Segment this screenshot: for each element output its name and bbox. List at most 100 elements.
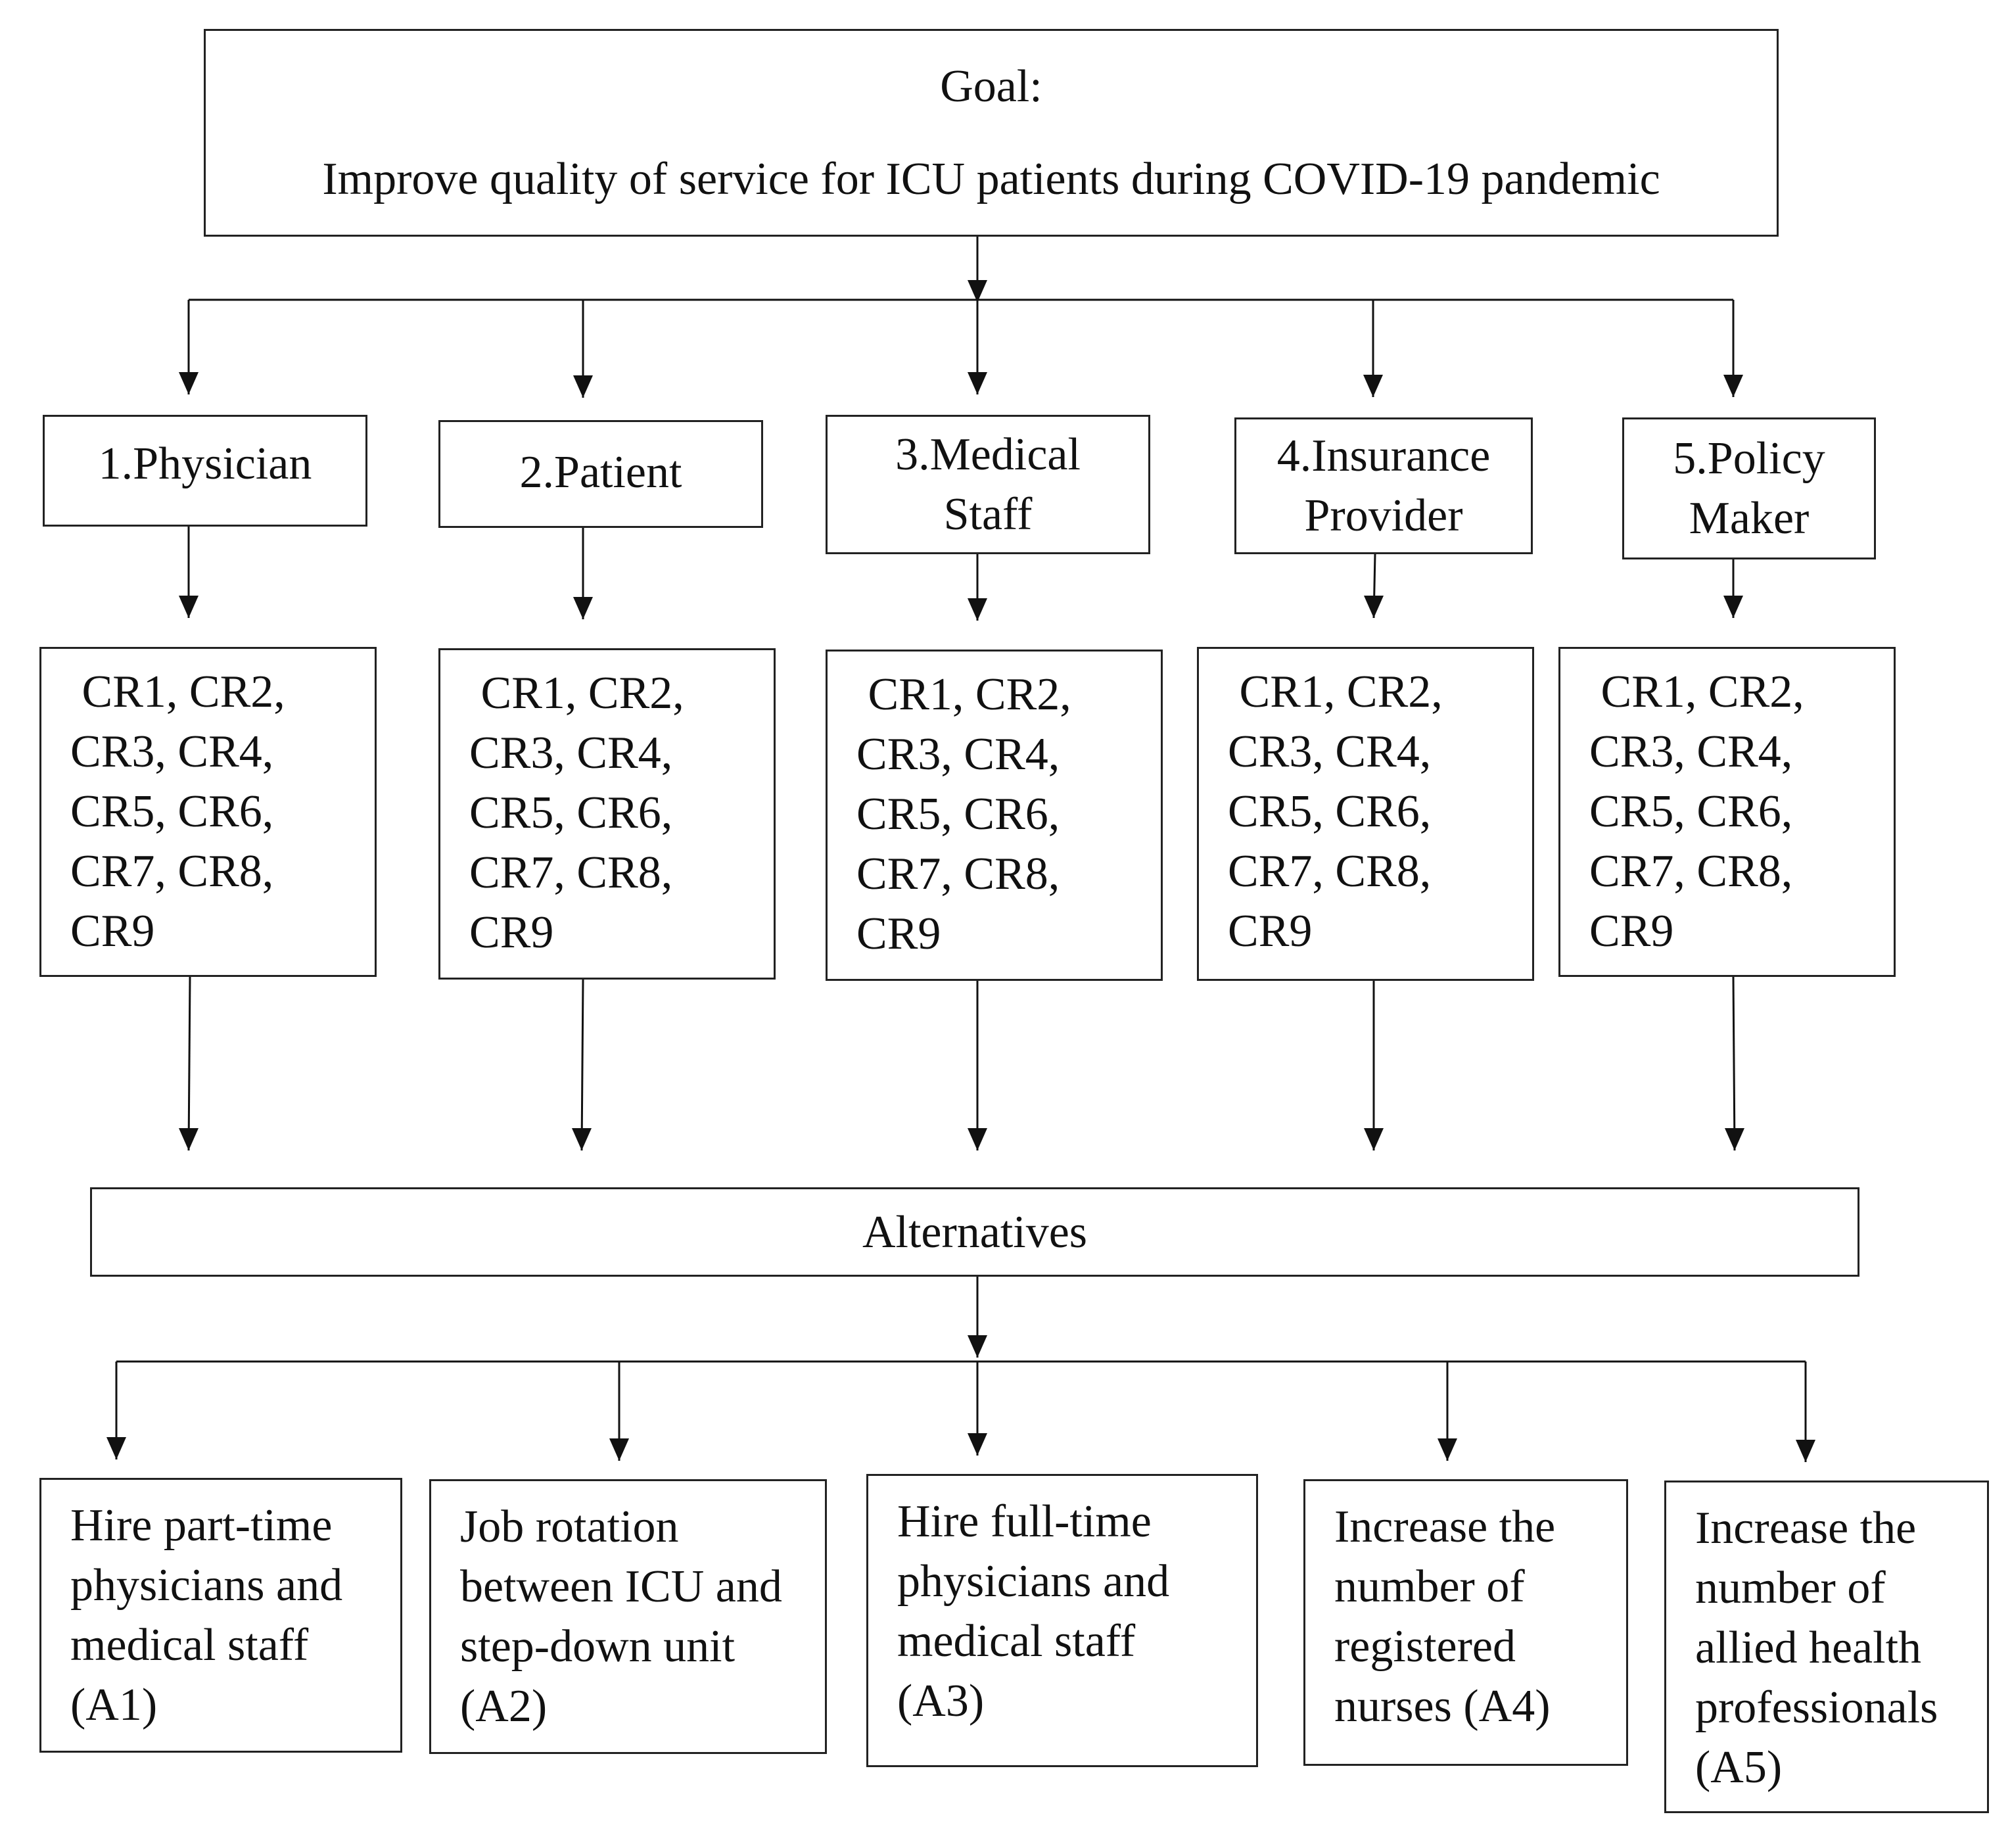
alternative-line: Hire full-time xyxy=(897,1496,1152,1547)
alternative-line: Increase the xyxy=(1334,1502,1556,1552)
criteria-line: CR9 xyxy=(70,906,155,957)
alternative-line: Hire part-time xyxy=(70,1500,333,1551)
alternative-line: Job rotation xyxy=(460,1502,679,1552)
criteria-line: CR7, CR8, xyxy=(1589,846,1793,897)
criteria-line: CR7, CR8, xyxy=(856,849,1060,899)
criteria-line: CR1, CR2, xyxy=(856,669,1071,720)
arrow-patient-alternatives xyxy=(580,979,584,1151)
stakeholder-label: 1.Physician xyxy=(98,438,312,489)
stakeholder-label: Staff xyxy=(943,489,1033,540)
alternative-line: nurses (A4) xyxy=(1334,1681,1551,1732)
criteria-box-policy-maker: CR1, CR2, CR3, CR4, CR5, CR6, CR7, CR8, … xyxy=(1558,647,1896,977)
arrowhead xyxy=(968,280,987,302)
arrowhead xyxy=(573,375,593,398)
alternatives-label: Alternatives xyxy=(862,1206,1088,1258)
criteria-line: CR1, CR2, xyxy=(1589,667,1804,717)
arrowhead xyxy=(179,372,199,394)
alternative-line: (A5) xyxy=(1695,1742,1783,1793)
alternative-line: (A3) xyxy=(897,1676,985,1726)
criteria-line: CR7, CR8, xyxy=(469,847,673,898)
goal-box: Goal: Improve quality of service for ICU… xyxy=(204,29,1779,237)
criteria-line: CR5, CR6, xyxy=(70,786,274,837)
alternative-line: allied health xyxy=(1695,1623,1922,1673)
criteria-line: CR3, CR4, xyxy=(856,729,1060,780)
criteria-line: CR9 xyxy=(856,909,941,959)
criteria-line: CR5, CR6, xyxy=(856,789,1060,840)
stakeholder-label: 4.Insurance xyxy=(1276,431,1491,481)
arrowhead xyxy=(1363,375,1383,397)
arrowhead xyxy=(179,596,199,618)
arrowhead xyxy=(572,1128,592,1150)
alternative-line: Increase the xyxy=(1695,1503,1917,1553)
criteria-box-patient: CR1, CR2, CR3, CR4, CR5, CR6, CR7, CR8, … xyxy=(438,648,776,980)
alternative-line: physicians and xyxy=(897,1556,1170,1607)
criteria-line: CR3, CR4, xyxy=(469,728,673,778)
criteria-line: CR9 xyxy=(469,907,554,958)
criteria-box-insurance-provider: CR1, CR2, CR3, CR4, CR5, CR6, CR7, CR8, … xyxy=(1197,647,1534,981)
stakeholder-box-patient: 2.Patient xyxy=(438,420,763,528)
alternative-line: step-down unit xyxy=(460,1621,736,1672)
arrowhead xyxy=(968,1335,987,1358)
stakeholder-box-physician: 1.Physician xyxy=(43,415,367,527)
arrowhead xyxy=(609,1438,629,1461)
arrowhead xyxy=(1725,1128,1744,1150)
goal-heading: Goal: xyxy=(940,61,1042,112)
alternative-box-a5: Increase the number of allied health pro… xyxy=(1664,1481,1989,1813)
stakeholder-box-policy-maker: 5.Policy Maker xyxy=(1622,417,1876,559)
stakeholder-label: 2.Patient xyxy=(519,446,682,498)
stakeholder-box-medical-staff: 3.Medical Staff xyxy=(826,415,1150,554)
criteria-line: CR5, CR6, xyxy=(1589,786,1793,837)
alternative-line: number of xyxy=(1334,1561,1525,1612)
alternatives-box: Alternatives xyxy=(90,1187,1859,1277)
alternative-line: (A1) xyxy=(70,1680,158,1730)
criteria-line: CR9 xyxy=(1589,906,1674,957)
alternative-box-a2: Job rotation between ICU and step-down u… xyxy=(429,1479,827,1754)
criteria-line: CR7, CR8, xyxy=(70,846,274,897)
arrowhead xyxy=(968,598,987,621)
stakeholder-label: Provider xyxy=(1304,490,1463,541)
arrowhead xyxy=(1437,1438,1457,1461)
alternative-line: (A2) xyxy=(460,1681,548,1732)
alternative-box-a1: Hire part-time physicians and medical st… xyxy=(39,1478,402,1753)
criteria-line: CR1, CR2, xyxy=(70,667,285,717)
alternative-box-a4: Increase the number of registered nurses… xyxy=(1303,1479,1628,1766)
arrowhead xyxy=(968,1128,987,1150)
criteria-line: CR3, CR4, xyxy=(1589,726,1793,777)
alternative-line: physicians and xyxy=(70,1560,343,1611)
alternative-line: between ICU and xyxy=(460,1561,782,1612)
arrowhead xyxy=(968,1433,987,1456)
criteria-line: CR1, CR2, xyxy=(469,668,684,719)
alternative-box-a3: Hire full-time physicians and medical st… xyxy=(866,1474,1258,1767)
arrowhead xyxy=(1364,1128,1384,1150)
arrowhead xyxy=(1723,596,1743,618)
alternative-line: number of xyxy=(1695,1563,1886,1613)
alternative-line: medical staff xyxy=(897,1616,1136,1667)
criteria-line: CR3, CR4, xyxy=(1228,726,1432,777)
criteria-line: CR5, CR6, xyxy=(1228,786,1432,837)
criteria-line: CR3, CR4, xyxy=(70,726,274,777)
criteria-line: CR9 xyxy=(1228,906,1313,957)
criteria-box-physician: CR1, CR2, CR3, CR4, CR5, CR6, CR7, CR8, … xyxy=(39,647,377,977)
alternative-line: professionals xyxy=(1695,1682,1938,1733)
arrowhead xyxy=(1723,375,1743,397)
alternative-line: medical staff xyxy=(70,1620,309,1670)
stakeholder-label: 5.Policy xyxy=(1673,433,1825,484)
arrow-policy-alternatives xyxy=(1732,976,1736,1151)
arrowhead xyxy=(106,1437,126,1459)
stakeholder-label: 3.Medical xyxy=(895,429,1081,480)
criteria-line: CR1, CR2, xyxy=(1228,667,1443,717)
criteria-box-medical-staff: CR1, CR2, CR3, CR4, CR5, CR6, CR7, CR8, … xyxy=(826,650,1163,981)
arrow-physician-alternatives xyxy=(187,976,191,1151)
alternative-line: registered xyxy=(1334,1621,1516,1672)
goal-text: Improve quality of service for ICU patie… xyxy=(322,154,1660,204)
criteria-line: CR5, CR6, xyxy=(469,788,673,838)
arrowhead xyxy=(179,1128,199,1150)
stakeholder-box-insurance-provider: 4.Insurance Provider xyxy=(1234,417,1533,554)
arrowhead xyxy=(1364,596,1384,618)
arrowhead xyxy=(968,372,987,394)
arrowhead xyxy=(1796,1440,1815,1462)
criteria-line: CR7, CR8, xyxy=(1228,846,1432,897)
stakeholder-label: Maker xyxy=(1689,493,1810,544)
arrowhead xyxy=(573,597,593,619)
